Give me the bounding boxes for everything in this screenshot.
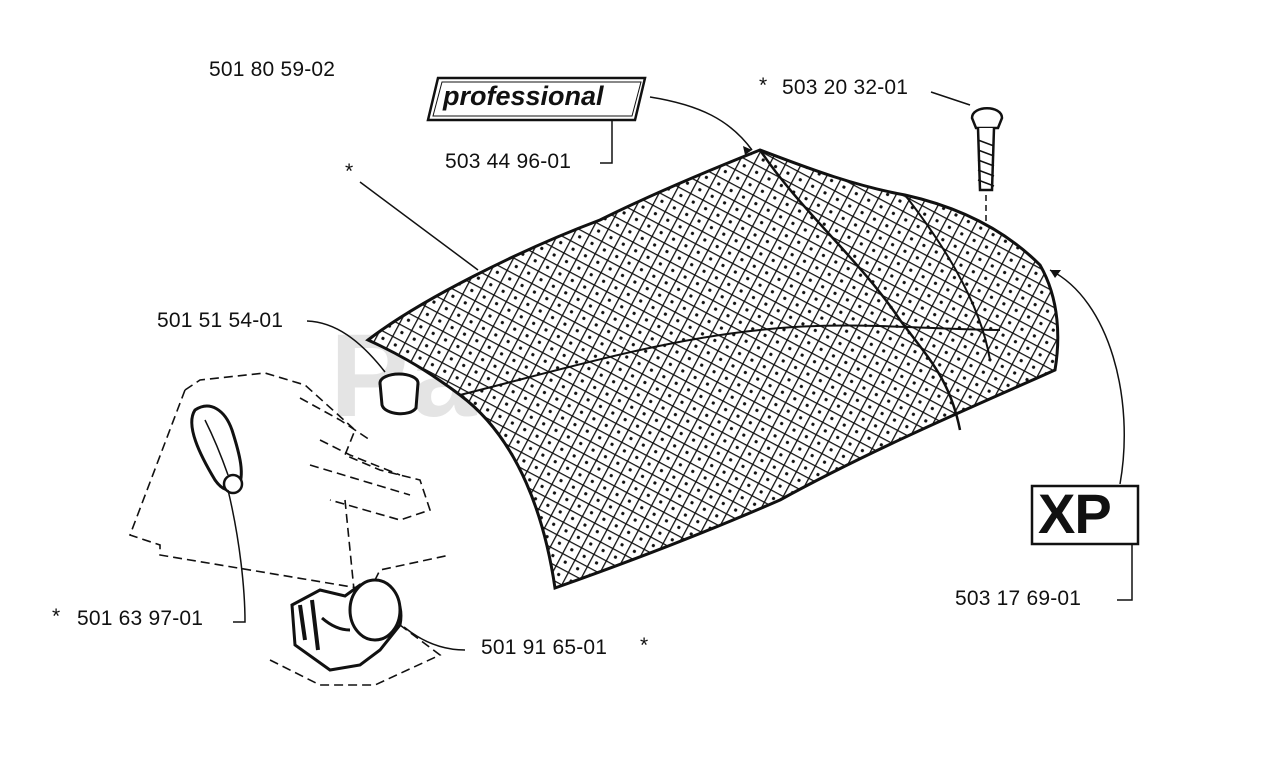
asterisk-filter: *	[52, 605, 61, 628]
label-501-51-54-01: 501 51 54-01	[157, 309, 284, 332]
cylinder-cover	[365, 148, 1060, 591]
professional-badge-frame	[426, 76, 647, 122]
asterisk-holder: *	[640, 634, 649, 657]
filter-housing-outline	[128, 372, 451, 686]
professional-badge: professional	[443, 81, 604, 111]
label-501-80-59-02: 501 80 59-02	[209, 58, 336, 81]
label-503-44-96-01: 503 44 96-01	[445, 150, 572, 173]
filter-element	[190, 404, 244, 495]
asterisk-cover: *	[345, 160, 354, 183]
asterisk-screw: *	[759, 74, 768, 97]
label-501-63-97-01: 501 63 97-01	[77, 607, 204, 630]
xp-badge: XP	[1038, 482, 1112, 545]
holder	[290, 578, 403, 672]
label-501-91-65-01: 501 91 65-01	[481, 636, 608, 659]
xp-badge-frame	[1030, 484, 1140, 546]
screw	[970, 107, 1004, 192]
plug	[378, 372, 420, 416]
label-503-20-32-01: 503 20 32-01	[782, 76, 909, 99]
label-503-17-69-01: 503 17 69-01	[955, 587, 1082, 610]
